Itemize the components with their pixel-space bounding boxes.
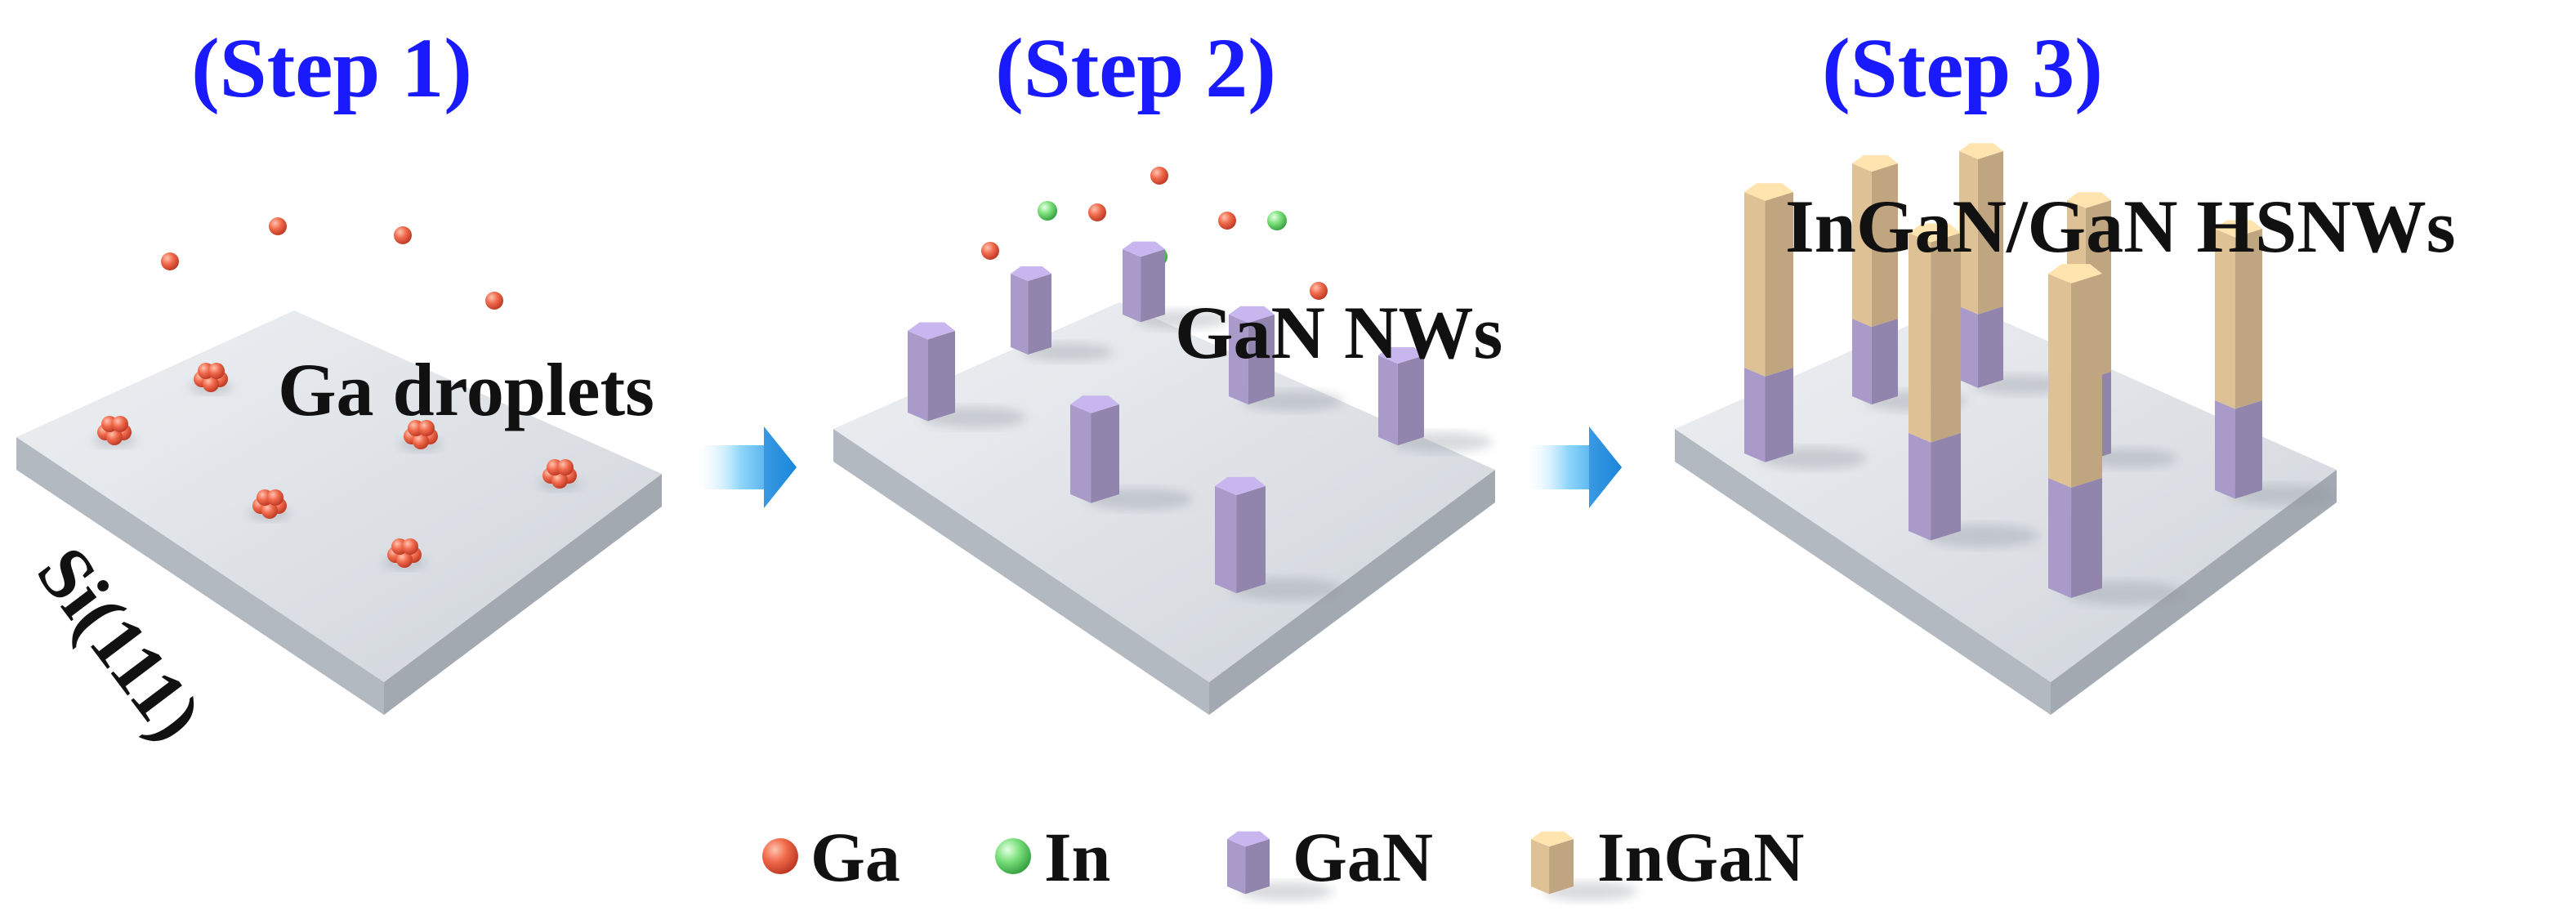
legend-item-in: In — [995, 818, 1110, 896]
ingan-gan-hsnws-label: InGaN/GaN HSNWs — [1785, 185, 2456, 268]
legend: Ga In GaN InGaN — [762, 818, 1804, 901]
legend-label-ingan: InGaN — [1597, 818, 1804, 896]
nanowire — [1123, 241, 1230, 329]
legend-label-ga: Ga — [810, 818, 900, 896]
ingan-gan-heterostructure-nanowires — [1744, 143, 2333, 605]
step-1-label: (Step 1) — [191, 21, 472, 115]
nanowire — [1215, 476, 1342, 600]
legend-item-gan: GaN — [1227, 818, 1433, 901]
nanowire — [1378, 346, 1493, 453]
ga-droplets-label: Ga droplets — [278, 348, 654, 431]
gan-nanowires — [908, 241, 1493, 600]
nanowire — [908, 322, 1026, 428]
ga-droplet-cluster — [400, 420, 442, 451]
nanowire — [1227, 831, 1334, 901]
gan-prism-icon — [1227, 831, 1334, 901]
ga-sphere-icon — [762, 838, 798, 874]
ingan-prism-icon — [1531, 831, 1638, 901]
in-sphere-icon — [995, 838, 1031, 874]
nanowire — [1744, 183, 1867, 470]
ga-droplet-cluster — [190, 363, 232, 394]
legend-item-ga: Ga — [762, 818, 900, 896]
nanowire — [1011, 266, 1113, 361]
ga-droplet-cluster — [383, 538, 426, 569]
gan-nws-label: GaN NWs — [1175, 291, 1502, 374]
legend-label-gan: GaN — [1292, 818, 1433, 896]
ga-droplet-cluster — [93, 416, 136, 447]
substrate-slab-1 — [16, 310, 662, 715]
ga-droplet-cluster — [248, 489, 291, 520]
nanowire — [1909, 223, 2040, 548]
nanowire — [2215, 220, 2333, 506]
step-2-label: (Step 2) — [995, 21, 1276, 115]
legend-label-in: In — [1044, 818, 1110, 896]
nanowire — [2048, 264, 2183, 605]
step-3-label: (Step 3) — [1822, 21, 2103, 115]
ga-droplet-clusters — [93, 363, 581, 569]
ga-droplet-cluster — [538, 459, 581, 490]
arrow-step-1-to-2-icon — [694, 426, 797, 508]
nanowire — [1531, 831, 1638, 901]
nanowire — [1959, 143, 2070, 395]
legend-item-ingan: InGaN — [1531, 818, 1804, 901]
step-1-ga-atoms — [161, 217, 503, 310]
nanowire — [1070, 395, 1193, 511]
arrow-step-2-to-3-icon — [1524, 426, 1622, 508]
nanowire — [1229, 306, 1343, 412]
